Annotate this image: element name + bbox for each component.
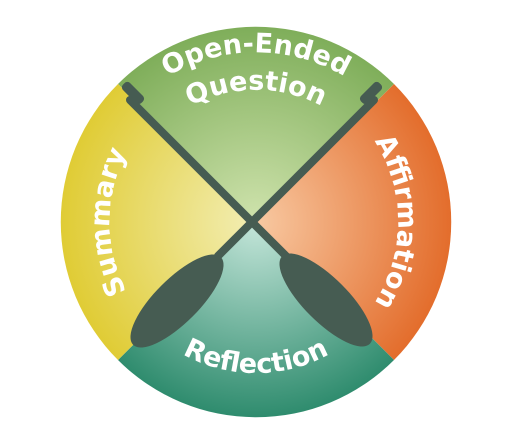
segment-open-ended-question — [118, 26, 394, 222]
segment-affirmation — [256, 84, 452, 360]
segment-reflection — [118, 222, 394, 418]
oar-icon — [130, 81, 383, 348]
oar-icon — [121, 81, 373, 347]
segment-summary — [60, 84, 257, 360]
